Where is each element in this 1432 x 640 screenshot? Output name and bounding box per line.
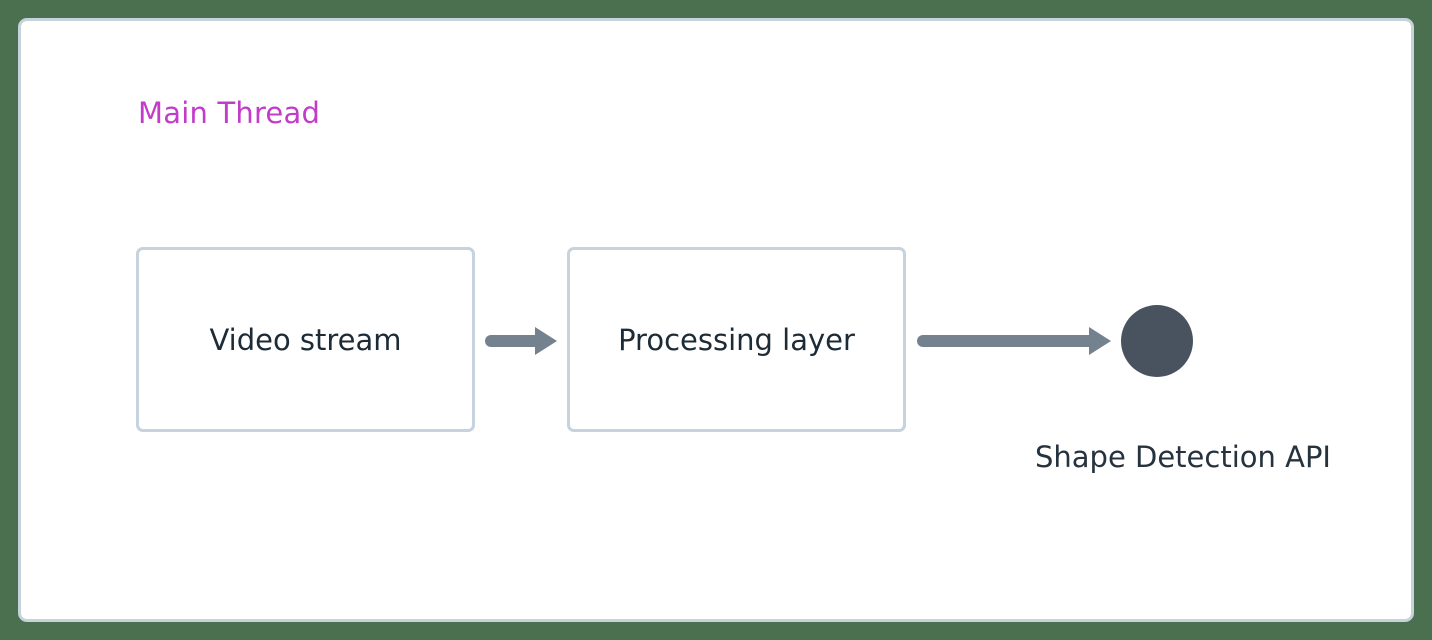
arrow-head-icon xyxy=(535,327,557,355)
node-processing-layer[interactable]: Processing layer xyxy=(567,247,906,432)
arrow-shaft xyxy=(485,335,537,347)
node-video-stream-label: Video stream xyxy=(209,322,402,357)
arrow-shaft xyxy=(917,335,1091,347)
page-title: Main Thread xyxy=(138,96,321,130)
node-video-stream[interactable]: Video stream xyxy=(136,247,475,432)
arrow-video-to-processing xyxy=(485,327,557,355)
arrow-processing-to-api xyxy=(917,327,1111,355)
node-processing-layer-label: Processing layer xyxy=(618,322,855,357)
arrow-head-icon xyxy=(1089,327,1111,355)
node-shape-detection-api-label: Shape Detection API xyxy=(1034,440,1331,474)
node-shape-detection-api-circle[interactable] xyxy=(1121,305,1193,377)
main-thread-panel: Main Thread Video stream Processing laye… xyxy=(18,18,1414,622)
